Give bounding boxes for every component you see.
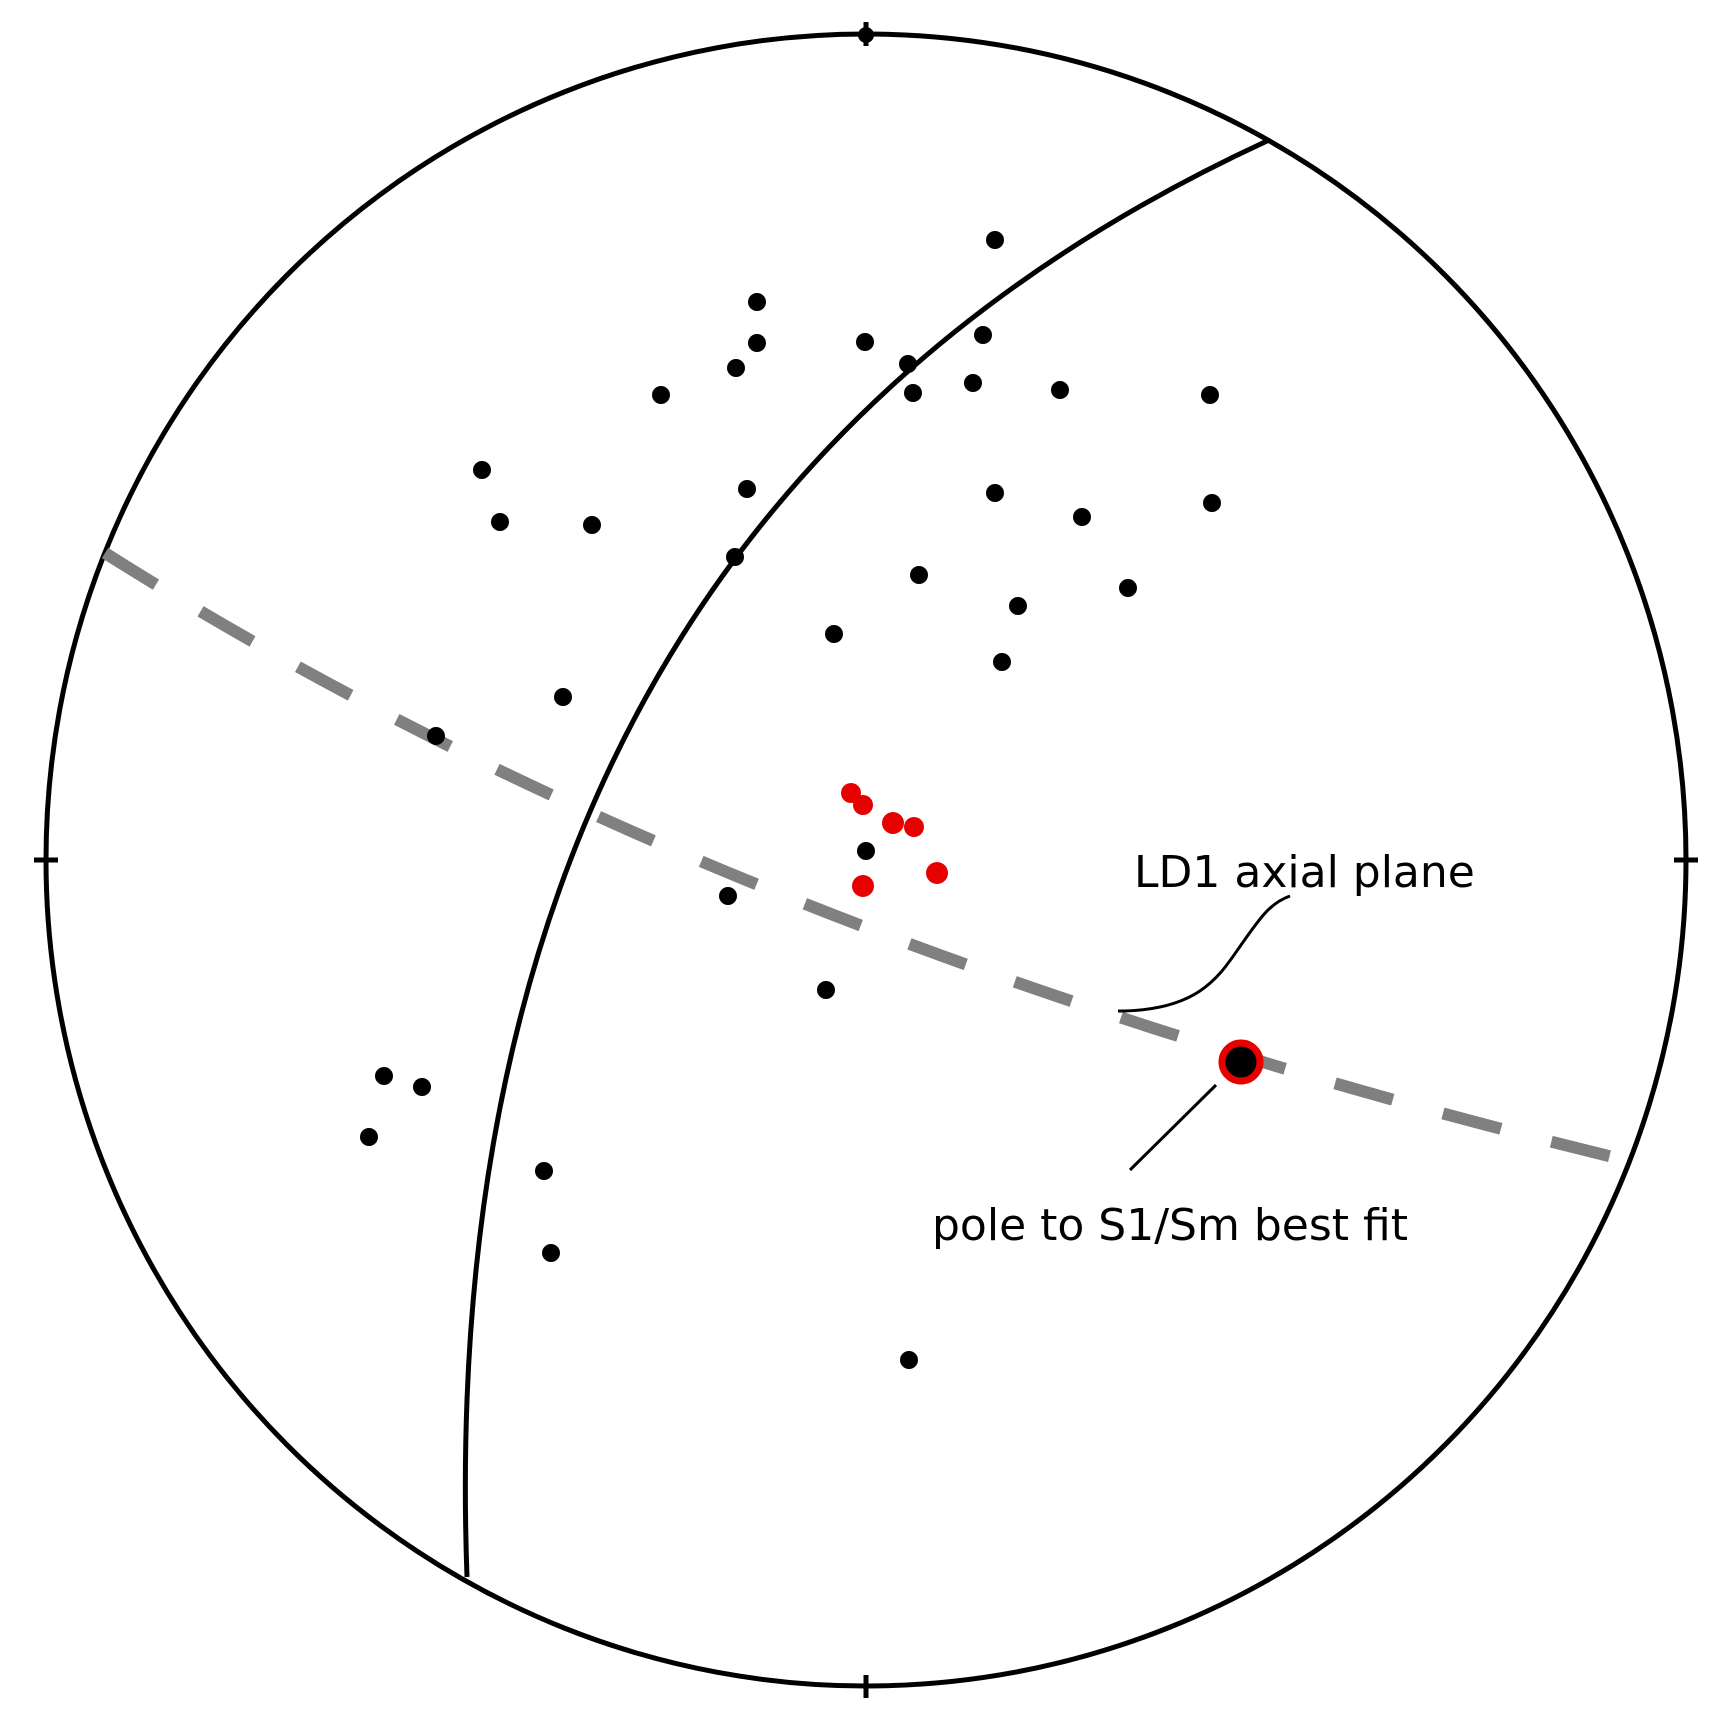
axial-plane-label: LD1 axial plane xyxy=(1134,847,1475,898)
data-point xyxy=(748,293,766,311)
data-point xyxy=(427,727,445,745)
pole-leader xyxy=(1128,1083,1218,1172)
north-marker xyxy=(858,27,874,43)
data-point xyxy=(719,887,737,905)
data-point xyxy=(652,386,670,404)
data-point xyxy=(413,1078,431,1096)
data-point xyxy=(899,355,917,373)
axial-plane-leader xyxy=(1117,894,1291,1013)
data-point xyxy=(360,1128,378,1146)
pole-label: pole to S1/Sm best fit xyxy=(932,1200,1408,1251)
data-point xyxy=(986,231,1004,249)
data-point xyxy=(542,1244,560,1262)
data-point xyxy=(583,516,601,534)
highlight-points xyxy=(841,783,948,897)
data-point xyxy=(727,359,745,377)
data-point xyxy=(1201,386,1219,404)
axial-plane-line xyxy=(101,547,1627,1166)
data-point xyxy=(1073,508,1091,526)
data-point xyxy=(856,333,874,351)
data-point xyxy=(1009,597,1027,615)
pole-marker xyxy=(1218,1039,1264,1085)
data-point xyxy=(473,461,491,479)
data-point xyxy=(375,1067,393,1085)
data-point xyxy=(1051,381,1069,399)
data-point xyxy=(817,981,835,999)
data-point xyxy=(904,384,922,402)
data-point xyxy=(491,513,509,531)
data-points xyxy=(360,231,1221,1369)
highlight-point xyxy=(904,817,924,837)
highlight-point xyxy=(852,875,874,897)
great-circle xyxy=(462,138,1269,1578)
data-point xyxy=(974,326,992,344)
data-point xyxy=(1119,579,1137,597)
data-point xyxy=(738,480,756,498)
data-point xyxy=(910,566,928,584)
data-point xyxy=(986,484,1004,502)
data-point xyxy=(993,653,1011,671)
data-point xyxy=(535,1162,553,1180)
highlight-point xyxy=(853,795,873,815)
highlight-point xyxy=(926,862,948,884)
data-point xyxy=(900,1351,918,1369)
data-point xyxy=(825,625,843,643)
data-point xyxy=(1203,494,1221,512)
data-point xyxy=(857,842,875,860)
data-point xyxy=(748,334,766,352)
data-point xyxy=(964,374,982,392)
data-point xyxy=(554,688,572,706)
data-point xyxy=(726,548,744,566)
highlight-point xyxy=(882,812,904,834)
